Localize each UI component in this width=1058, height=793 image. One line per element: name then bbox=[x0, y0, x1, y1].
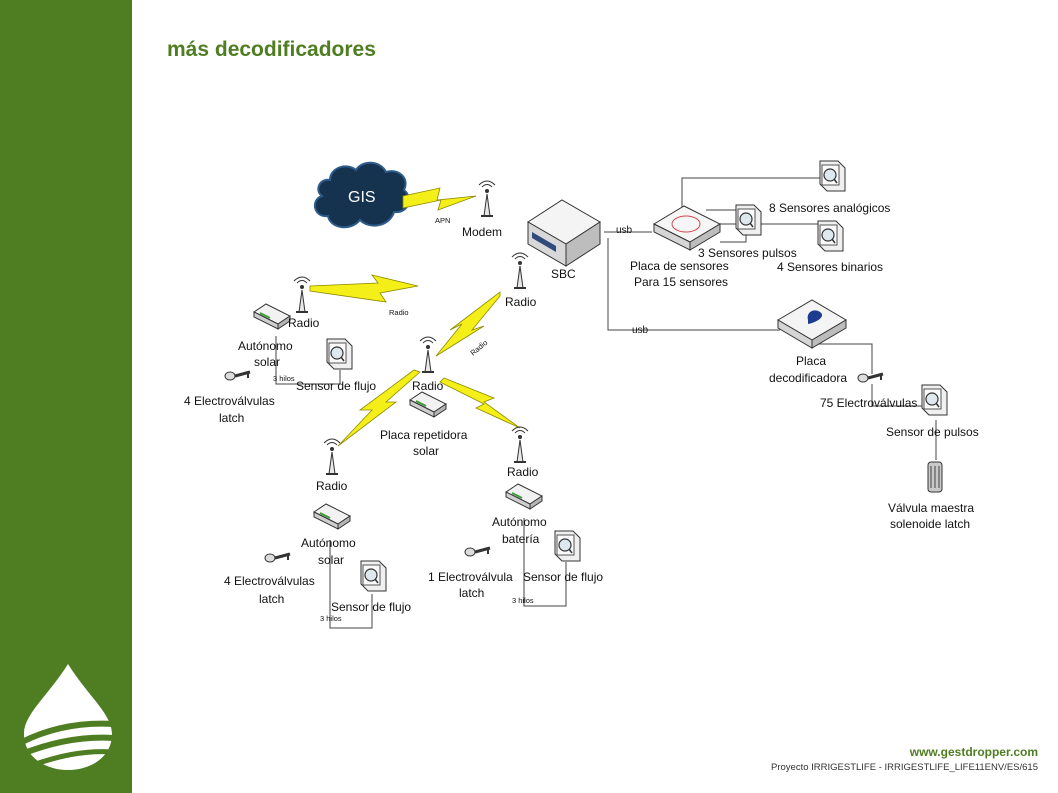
bl-valve-icon bbox=[263, 552, 292, 564]
decoder-valve-icon bbox=[856, 372, 885, 384]
binary-sensor-icon bbox=[817, 220, 844, 252]
repeater-antenna-icon bbox=[419, 336, 437, 373]
br-autonomous-label-2: batería bbox=[502, 532, 540, 546]
sbc-radio-antenna-icon bbox=[511, 252, 529, 289]
left-autonomous-label-1: Autónomo bbox=[238, 339, 293, 353]
decoder-board-icon bbox=[777, 299, 847, 349]
gis-cloud: GIS bbox=[313, 161, 410, 229]
bolt-radio-left bbox=[309, 274, 419, 303]
modem-antenna-icon bbox=[478, 180, 496, 217]
bl-flow-sensor-label: Sensor de flujo bbox=[331, 600, 411, 614]
bl-valves-label-1: 4 Electroválvulas bbox=[224, 574, 315, 588]
usb-label-1: usb bbox=[616, 225, 633, 236]
gis-label: GIS bbox=[348, 189, 376, 206]
modem-label: Modem bbox=[462, 225, 502, 239]
left-valves-label-2: latch bbox=[219, 411, 244, 425]
water-drop-logo-icon bbox=[20, 664, 115, 770]
sensor-board-label-2: Para 15 sensores bbox=[634, 275, 728, 289]
br-autonomous-label-1: Autónomo bbox=[492, 515, 547, 529]
left-3wires-label: 3 hilos bbox=[273, 374, 295, 383]
br-radio-label: Radio bbox=[507, 465, 539, 479]
bl-valves-label-2: latch bbox=[259, 592, 284, 606]
repeater-board-icon bbox=[409, 391, 447, 418]
bolt-radio-repeater bbox=[435, 291, 501, 357]
left-valves-label-1: 4 Electroválvulas bbox=[184, 394, 275, 408]
sbc-radio-label: Radio bbox=[505, 295, 537, 309]
repeater-label-2: solar bbox=[413, 444, 439, 458]
master-valve-label-2: solenoide latch bbox=[890, 517, 970, 531]
bolt-repeater-br bbox=[439, 377, 521, 429]
repeater-radio-label: Radio bbox=[412, 379, 444, 393]
wires bbox=[275, 177, 937, 629]
radio-link-right-label: Radio bbox=[469, 338, 490, 357]
lightning-bolts bbox=[309, 187, 521, 447]
left-autonomous-board-icon bbox=[253, 303, 291, 330]
br-flow-sensor-icon bbox=[554, 530, 581, 562]
bl-radio-antenna-icon bbox=[323, 438, 341, 475]
pulse-sensors-label: 3 Sensores pulsos bbox=[698, 246, 797, 260]
br-valve-icon bbox=[463, 546, 492, 558]
br-valve-label-1: 1 Electroválvula bbox=[428, 570, 513, 584]
br-radio-antenna-icon bbox=[511, 426, 529, 463]
website-link[interactable]: www.gestdropper.com bbox=[909, 745, 1038, 759]
pulse-sensors-icon bbox=[735, 204, 762, 236]
bl-3wires-label: 3 hilos bbox=[320, 614, 342, 623]
left-autonomous-label-2: solar bbox=[254, 355, 280, 369]
sbc-label: SBC bbox=[551, 267, 576, 281]
bl-radio-label: Radio bbox=[316, 479, 348, 493]
sbc-server-icon bbox=[527, 199, 601, 267]
br-3wires-label: 3 hilos bbox=[512, 596, 534, 605]
sensor-board-label-1: Placa de sensores bbox=[630, 259, 729, 273]
analog-sensors-label: 8 Sensores analógicos bbox=[769, 201, 890, 215]
valves-75-label: 75 Electroválvulas bbox=[820, 396, 917, 410]
br-flow-sensor-label: Sensor de flujo bbox=[523, 570, 603, 584]
master-valve-label-1: Válvula maestra bbox=[888, 501, 974, 515]
slide-title: más decodificadores bbox=[167, 38, 376, 61]
left-radio-label: Radio bbox=[288, 316, 320, 330]
repeater-label-1: Placa repetidora bbox=[380, 428, 468, 442]
binary-sensors-label: 4 Sensores binarios bbox=[777, 260, 883, 274]
pulse-sensor-label: Sensor de pulsos bbox=[886, 425, 979, 439]
br-autonomous-board-icon bbox=[505, 483, 543, 510]
left-flow-sensor-label: Sensor de flujo bbox=[296, 379, 376, 393]
bolt-repeater-bl bbox=[337, 369, 421, 447]
bl-flow-sensor-icon bbox=[360, 560, 387, 592]
master-valve-icon bbox=[927, 461, 943, 493]
bl-autonomous-board-icon bbox=[313, 503, 351, 530]
bolt-gis-modem bbox=[402, 187, 477, 211]
left-radio-antenna-icon bbox=[293, 276, 311, 313]
br-valve-label-2: latch bbox=[459, 586, 484, 600]
left-valve-icon bbox=[223, 370, 252, 382]
radio-link-left-label: Radio bbox=[389, 308, 409, 317]
footer-text: Proyecto IRRIGESTLIFE - IRRIGESTLIFE_LIF… bbox=[771, 762, 1038, 773]
decoder-board-label-1: Placa bbox=[796, 354, 826, 368]
pulse-sensor-icon bbox=[921, 384, 948, 416]
analog-sensor-icon bbox=[819, 160, 846, 192]
sensor-board-icon bbox=[652, 205, 722, 251]
green-sidebar bbox=[0, 0, 132, 793]
usb-label-2: usb bbox=[632, 325, 649, 336]
bl-autonomous-label-1: Autónomo bbox=[301, 536, 356, 550]
decoder-board-label-2: decodificadora bbox=[769, 371, 847, 385]
apn-label: APN bbox=[435, 216, 450, 225]
bl-autonomous-label-2: solar bbox=[318, 553, 344, 567]
left-flow-sensor-icon bbox=[326, 338, 353, 370]
